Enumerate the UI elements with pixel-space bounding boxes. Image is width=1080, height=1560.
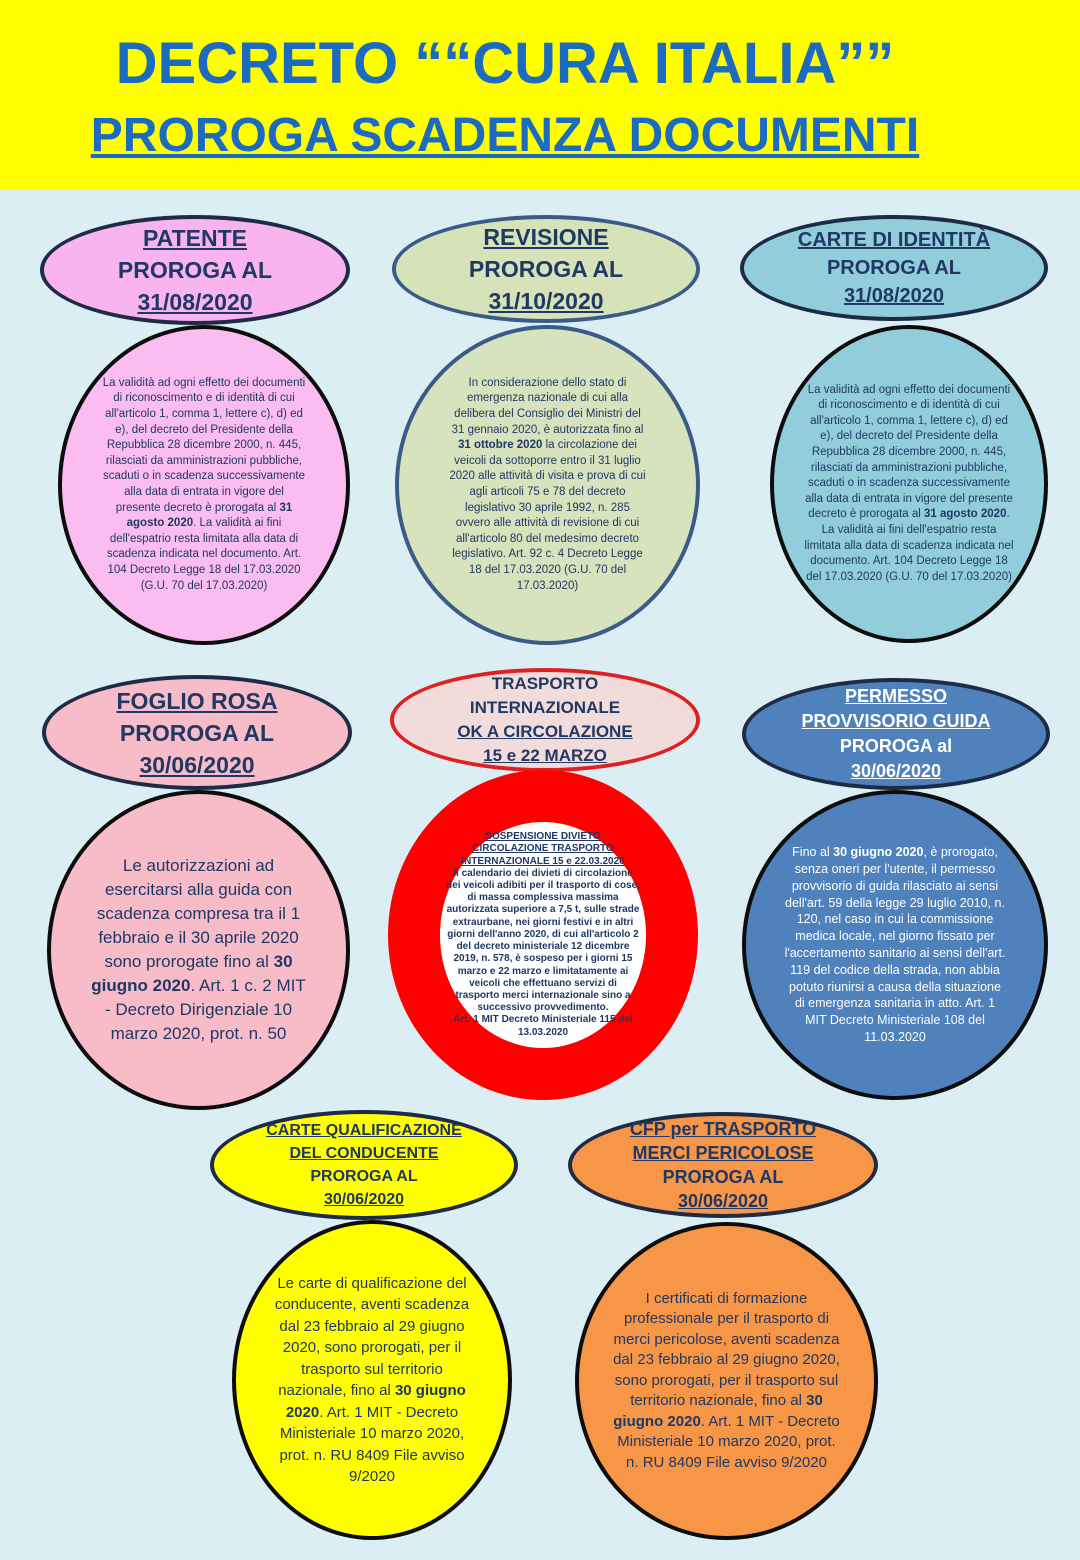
card-subtitle: PROROGA AL xyxy=(662,1167,784,1187)
card-date: 31/08/2020 xyxy=(843,285,945,307)
card-date: 31/10/2020 xyxy=(488,288,604,314)
card-title: FOGLIO ROSA xyxy=(116,687,278,714)
permesso-header: PERMESSO PROVVISORIO GUIDA PROROGA al 30… xyxy=(742,678,1050,790)
cqc-header: CARTE QUALIFICAZIONE DEL CONDUCENTE PROR… xyxy=(210,1110,518,1220)
card-text: La validità ad ogni effetto dei document… xyxy=(804,383,1014,583)
card-date: 30/06/2020 xyxy=(677,1191,769,1211)
foglio-rosa-header: FOGLIO ROSA PROROGA AL 30/06/2020 xyxy=(42,675,352,790)
trasporto-header: TRASPORTO INTERNAZIONALE OK A CIRCOLAZIO… xyxy=(390,668,700,772)
card-reference: Art. 1 MIT Decreto Ministeriale 115 del … xyxy=(453,1014,633,1038)
card-title: CARTE QUALIFICAZIONE xyxy=(266,1122,462,1139)
permesso-body: Fino al 30 giugno 2020, è prorogato, sen… xyxy=(742,790,1048,1100)
card-title: PATENTE xyxy=(143,225,247,251)
card-title: REVISIONE xyxy=(483,224,609,250)
card-date: 30/06/2020 xyxy=(323,1191,405,1208)
card-text: La validità ad ogni effetto dei document… xyxy=(102,376,306,592)
card-text: Fino al 30 giugno 2020, è prorogato, sen… xyxy=(784,845,1006,1044)
card-subtitle: PROROGA AL xyxy=(310,1168,418,1185)
revisione-header: REVISIONE PROROGA AL 31/10/2020 xyxy=(392,215,700,323)
card-date: 31/08/2020 xyxy=(137,289,253,315)
cfp-header: CFP per TRASPORTO MERCI PERICOLOSE PRORO… xyxy=(568,1112,878,1218)
header-banner: DECRETO ““CURA ITALIA”” PROROGA SCADENZA… xyxy=(0,0,1080,190)
card-text: Le carte di qualificazione del conducent… xyxy=(274,1274,470,1486)
patente-body: La validità ad ogni effetto dei document… xyxy=(58,325,350,645)
card-date: 30/06/2020 xyxy=(850,761,942,781)
card-title: CFP per TRASPORTO xyxy=(629,1119,817,1139)
card-title-2: PROVVISORIO GUIDA xyxy=(801,711,991,731)
card-title-2: INTERNAZIONALE xyxy=(469,698,621,717)
card-title: TRASPORTO xyxy=(491,674,599,693)
page-title: DECRETO ““CURA ITALIA”” xyxy=(115,31,895,96)
card-subtitle: PROROGA AL xyxy=(119,719,275,746)
card-subtitle: PROROGA AL xyxy=(468,256,624,282)
cqc-body: Le carte di qualificazione del conducent… xyxy=(232,1220,512,1540)
card-date: 15 e 22 MARZO xyxy=(483,746,607,765)
cfp-body: I certificati di formazione professional… xyxy=(575,1222,878,1540)
card-title: CARTE DI IDENTITÀ xyxy=(797,229,991,251)
card-subtitle: PROROGA al xyxy=(839,736,953,756)
carte-identita-body: La validità ad ogni effetto dei document… xyxy=(770,325,1048,643)
card-title-2: DEL CONDUCENTE xyxy=(289,1145,439,1162)
card-text: Le autorizzazioni ad esercitarsi alla gu… xyxy=(91,856,306,1043)
card-text: Il calendario dei divieti di circolazion… xyxy=(446,867,640,1014)
patente-header: PATENTE PROROGA AL 31/08/2020 xyxy=(40,215,350,325)
card-title: PERMESSO xyxy=(844,686,948,706)
page-subtitle: PROROGA SCADENZA DOCUMENTI xyxy=(90,109,920,162)
card-text: I certificati di formazione professional… xyxy=(613,1289,840,1471)
card-title-2: MERCI PERICOLOSE xyxy=(632,1143,814,1163)
trasporto-body: SOSPENSIONE DIVIETO CIRCOLAZIONE TRASPOR… xyxy=(388,770,698,1100)
card-subtitle: OK A CIRCOLAZIONE xyxy=(457,722,633,741)
card-text: In considerazione dello stato di emergen… xyxy=(449,376,646,592)
card-heading: SOSPENSIONE DIVIETO CIRCOLAZIONE TRASPOR… xyxy=(461,831,625,867)
carte-identita-header: CARTE DI IDENTITÀ PROROGA AL 31/08/2020 xyxy=(740,215,1048,321)
foglio-rosa-body: Le autorizzazioni ad esercitarsi alla gu… xyxy=(47,790,350,1110)
revisione-body: In considerazione dello stato di emergen… xyxy=(395,325,700,645)
card-date: 30/06/2020 xyxy=(139,751,255,778)
card-subtitle: PROROGA AL xyxy=(826,257,962,279)
card-subtitle: PROROGA AL xyxy=(117,257,273,283)
